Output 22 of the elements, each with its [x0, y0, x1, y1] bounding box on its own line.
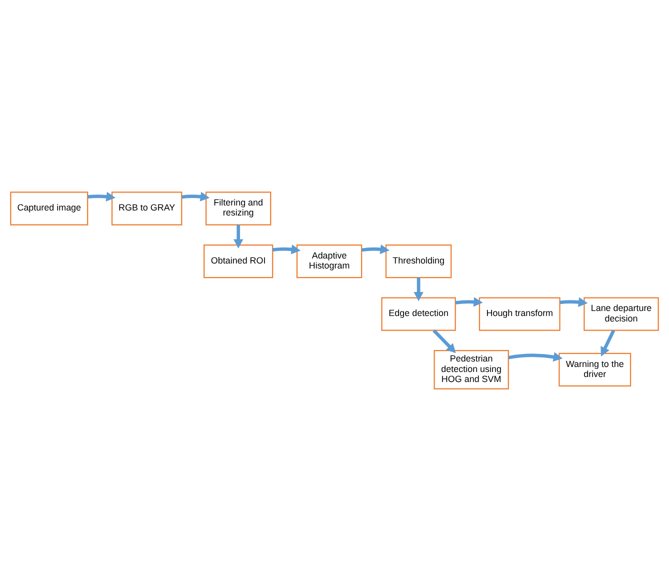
arrow [182, 191, 210, 201]
node-box: RGB to GRAY [111, 191, 182, 225]
node-box: Thresholding [385, 244, 452, 278]
arrow [362, 244, 390, 254]
arrow [432, 328, 456, 353]
node-box: Filtering and resizing [206, 191, 272, 225]
node-box: Obtained ROI [204, 244, 274, 278]
node-box: Edge detection [381, 296, 456, 330]
node-box: Adaptive Histogram [296, 244, 362, 278]
arrow [88, 191, 116, 201]
node-box: Pedestrian detection using HOG and SVM [434, 350, 509, 389]
node-box: Lane departure decision [584, 296, 659, 330]
node-box: Warning to the driver [558, 352, 632, 386]
arrow [234, 224, 244, 248]
arrow [560, 296, 588, 306]
arrow [272, 244, 301, 254]
node-box: Hough transform [478, 296, 560, 330]
arrow [414, 277, 424, 301]
arrow [508, 352, 563, 362]
node-box: Captured image [10, 191, 88, 225]
arrow [455, 296, 483, 306]
arrow [600, 329, 616, 356]
